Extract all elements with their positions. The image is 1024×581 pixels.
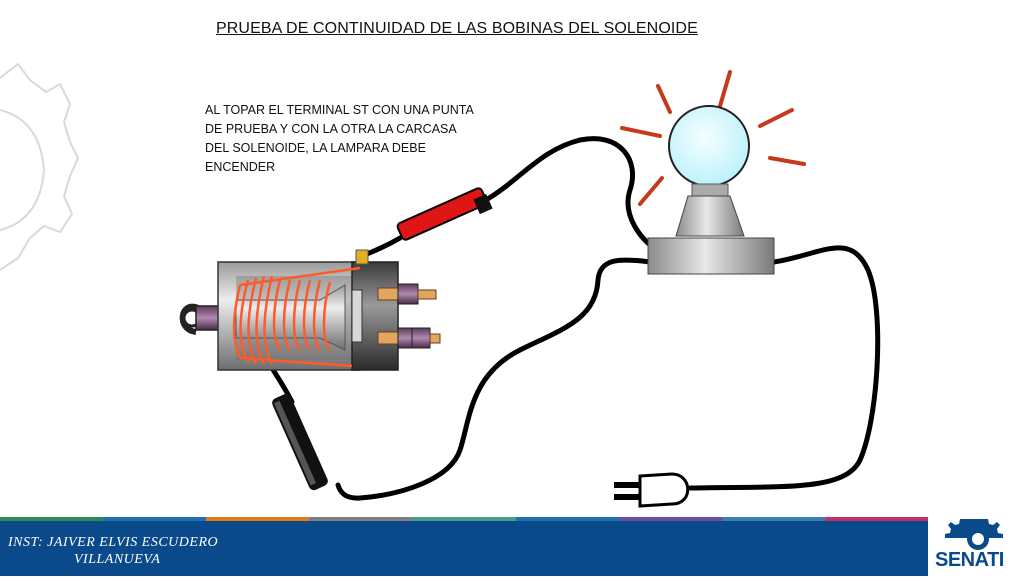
footer-stripe bbox=[515, 517, 619, 523]
footer-stripe bbox=[721, 517, 825, 523]
footer-stripe bbox=[824, 517, 928, 523]
footer-stripe bbox=[0, 517, 104, 523]
solenoid bbox=[179, 249, 441, 371]
instructor-line-2: VILLANUEVA bbox=[74, 552, 161, 567]
test-lamp bbox=[620, 70, 806, 275]
background-gear-icon bbox=[0, 62, 80, 271]
instructor-line-1: INST: JAIVER ELVIS ESCUDERO bbox=[8, 535, 219, 550]
solenoid-coils bbox=[232, 266, 361, 368]
footer-bar bbox=[0, 521, 928, 576]
instruction-line: DE PRUEBA Y CON LA OTRA LA CARCASA bbox=[205, 122, 457, 136]
senati-logo bbox=[928, 515, 1024, 576]
instruction-text: AL TOPAR EL TERMINAL ST CON UNA PUNTA DE… bbox=[205, 101, 495, 177]
instruction-line: AL TOPAR EL TERMINAL ST CON UNA PUNTA bbox=[205, 103, 474, 117]
slide-title: PRUEBA DE CONTINUIDAD DE LAS BOBINAS DEL… bbox=[216, 20, 698, 37]
logo-gear-icon bbox=[945, 519, 1003, 550]
footer-stripe bbox=[412, 517, 516, 523]
instruction-line: ENCENDER bbox=[205, 160, 276, 174]
footer-stripe bbox=[206, 517, 310, 523]
black-test-probe bbox=[272, 393, 328, 491]
instructor-name: INST: JAIVER ELVIS ESCUDERO VILLANUEVA bbox=[8, 534, 218, 568]
logo-text: SENATI bbox=[935, 549, 1004, 571]
footer-stripe bbox=[309, 517, 413, 523]
power-plug bbox=[614, 472, 690, 508]
red-test-probe bbox=[396, 187, 493, 241]
footer-color-stripes bbox=[0, 517, 928, 523]
footer-stripe bbox=[103, 517, 207, 523]
footer-stripe bbox=[618, 517, 722, 523]
light-rays bbox=[620, 70, 806, 206]
instruction-line: DEL SOLENOIDE, LA LAMPARA DEBE bbox=[205, 141, 426, 155]
